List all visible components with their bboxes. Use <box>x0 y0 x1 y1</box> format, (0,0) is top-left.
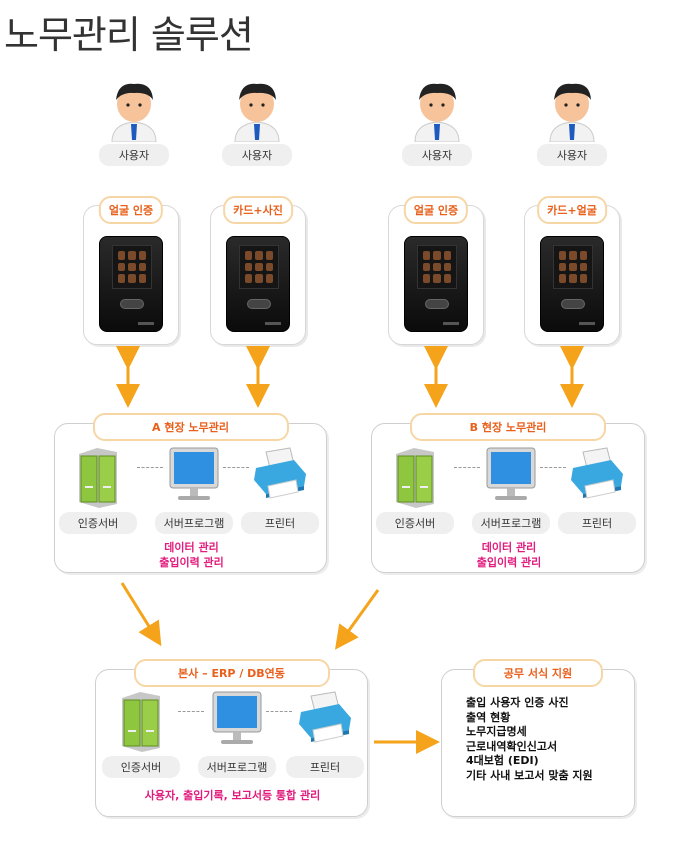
node-label: 인증서버 <box>102 756 180 778</box>
server-icon <box>122 692 160 752</box>
user-4: 사용자 <box>532 80 612 166</box>
forms-box: 공무 서식 지원 출입 사용자 인증 사진 출역 현황 노무지급명세 근로내역확… <box>441 659 635 817</box>
hq-mgmt: 사용자, 출입기록, 보고서등 통합 관리 <box>144 789 321 802</box>
forms-item: 출역 현황 <box>466 710 511 724</box>
site-a-server: 인증서버 <box>59 446 137 534</box>
forms-title: 공무 서식 지원 <box>473 659 603 687</box>
node-label: 인증서버 <box>376 512 454 534</box>
terminal-4: 카드+얼굴 <box>524 196 620 345</box>
user-label: 사용자 <box>222 144 292 166</box>
hq-title: 본사 – ERP / DB연동 <box>133 659 330 687</box>
user-avatar-icon <box>414 83 460 142</box>
forms-item: 출입 사용자 인증 사진 <box>466 696 569 709</box>
face-recognition-terminal-icon <box>404 236 468 332</box>
node-label: 서버프로그램 <box>155 512 233 534</box>
face-recognition-terminal-icon <box>540 236 604 332</box>
user-2: 사용자 <box>217 80 297 166</box>
node-label: 서버프로그램 <box>198 756 276 778</box>
forms-item: 근로내역확인신고서 <box>466 739 558 753</box>
node-label: 프린터 <box>558 512 636 534</box>
site-a-server-program: 서버프로그램 <box>155 446 233 534</box>
forms-item: 4대보험 (EDI) <box>466 754 539 767</box>
forms-item: 기타 사내 보고서 맞춤 지원 <box>466 768 593 782</box>
auth-method-tag: 얼굴 인증 <box>403 196 469 224</box>
terminal-1: 얼굴 인증 <box>83 196 179 345</box>
hq-server: 인증서버 <box>102 690 180 778</box>
site-b-printer: 프린터 <box>558 446 636 534</box>
user-avatar-icon <box>234 83 280 142</box>
monitor-icon <box>169 447 219 500</box>
auth-method-tag: 카드+사진 <box>223 196 293 224</box>
forms-item: 노무지급명세 <box>466 725 527 738</box>
printer-icon <box>299 691 351 743</box>
user-1: 사용자 <box>94 80 174 166</box>
site-a-mgmt: 데이터 관리 출입이력 관리 <box>159 541 224 569</box>
server-icon <box>79 448 117 508</box>
monitor-icon <box>486 447 536 500</box>
forms-list: 출입 사용자 인증 사진 출역 현황 노무지급명세 근로내역확인신고서 4대보험… <box>466 696 593 783</box>
face-recognition-terminal-icon <box>226 236 290 332</box>
node-label: 프린터 <box>286 756 364 778</box>
terminal-3: 얼굴 인증 <box>388 196 484 345</box>
hq-server-program: 서버프로그램 <box>198 690 276 778</box>
user-avatar-icon <box>111 83 157 142</box>
user-label: 사용자 <box>537 144 607 166</box>
printer-icon <box>254 447 306 499</box>
arrow-icon <box>120 582 162 647</box>
site-b-mgmt: 데이터 관리 출입이력 관리 <box>476 541 542 569</box>
face-recognition-terminal-icon <box>99 236 163 332</box>
user-avatar-icon <box>549 83 595 142</box>
server-icon <box>396 448 434 508</box>
auth-method-tag: 얼굴 인증 <box>98 196 164 224</box>
site-b-title: B 현장 노무관리 <box>410 413 606 441</box>
user-3: 사용자 <box>397 80 477 166</box>
hq-box: 본사 – ERP / DB연동 인증서버 서버프로그램 프린터 사용자, 출입기… <box>95 659 368 817</box>
terminal-2: 카드+사진 <box>210 196 306 345</box>
site-b-server-program: 서버프로그램 <box>472 446 550 534</box>
user-label: 사용자 <box>402 144 472 166</box>
hq-printer: 프린터 <box>286 690 364 778</box>
node-label: 서버프로그램 <box>472 512 550 534</box>
auth-method-tag: 카드+얼굴 <box>537 196 607 224</box>
site-a-box: A 현장 노무관리 인증서버 서버프로그램 프린터 데이터 관리 출입이력 관 <box>54 413 327 573</box>
monitor-icon <box>212 691 262 744</box>
node-label: 인증서버 <box>59 512 137 534</box>
user-label: 사용자 <box>99 144 169 166</box>
site-b-box: B 현장 노무관리 인증서버 서버프로그램 프린터 데이터 관리 출입이력 관 <box>371 413 645 573</box>
arrow-icon <box>334 589 380 650</box>
printer-icon <box>571 447 623 499</box>
site-a-title: A 현장 노무관리 <box>92 413 289 441</box>
site-b-server: 인증서버 <box>376 446 454 534</box>
node-label: 프린터 <box>241 512 319 534</box>
site-a-printer: 프린터 <box>241 446 319 534</box>
page-title: 노무관리 솔루션 <box>4 13 254 57</box>
